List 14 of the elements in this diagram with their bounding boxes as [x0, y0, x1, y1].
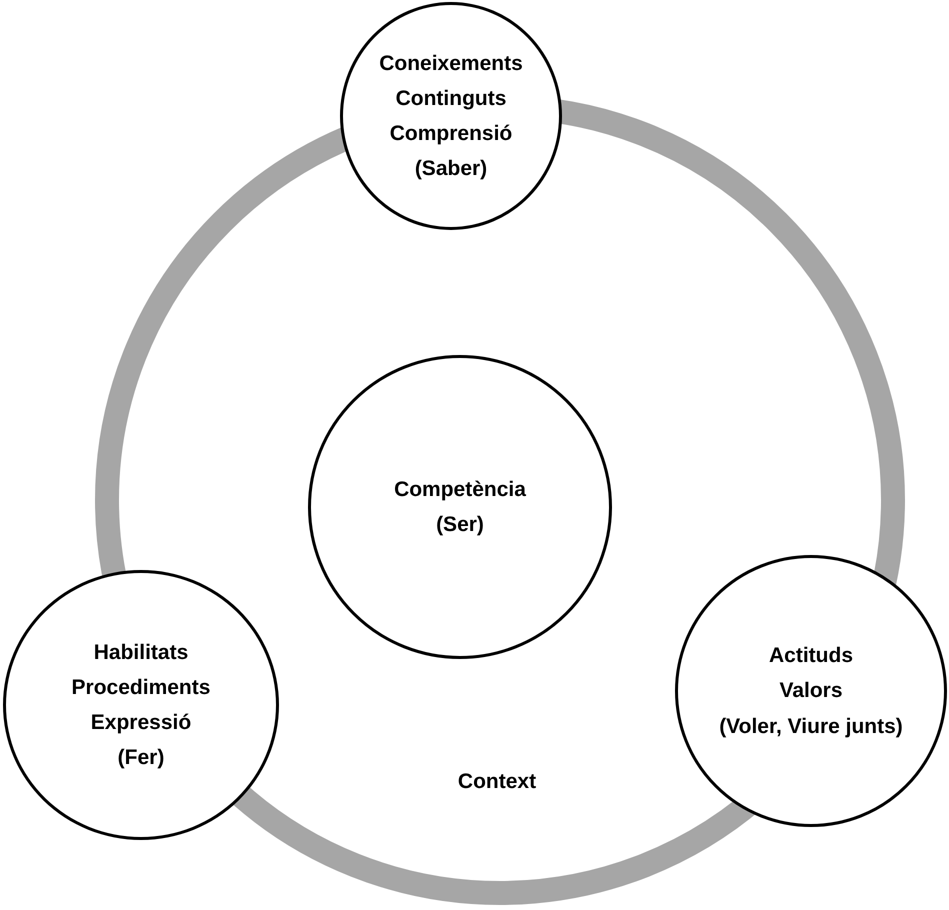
- concept-label: Habilitats: [94, 640, 188, 664]
- concept-label: Valors: [779, 679, 843, 703]
- concept-label: Competència: [394, 478, 526, 501]
- concept-label: (Ser): [436, 513, 484, 536]
- concept-label: (Voler, Viure junts): [719, 714, 903, 738]
- concept-label: Actituds: [769, 644, 853, 668]
- concept-label: Continguts: [396, 86, 506, 110]
- concept-label: Procediments: [72, 676, 210, 699]
- concept-label: Comprensió: [390, 122, 512, 146]
- context-label: Context: [458, 770, 536, 794]
- concept-label: Expressió: [90, 711, 192, 734]
- concept-label: Coneixements: [379, 52, 523, 75]
- concept-label: (Fer): [118, 746, 164, 770]
- concept-label: (Saber): [414, 157, 488, 180]
